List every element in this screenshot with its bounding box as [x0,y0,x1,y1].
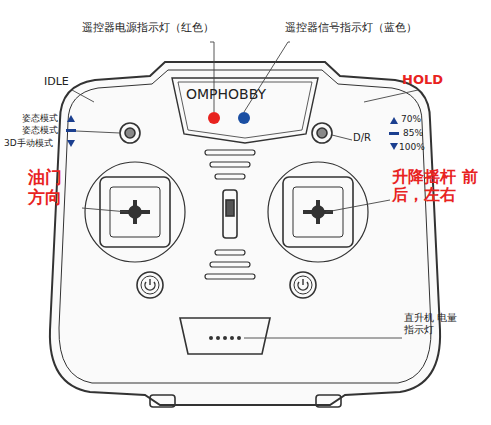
center-switch [226,200,234,216]
body-inner [59,70,431,383]
callout-label: 直升机 电量指示灯 [404,312,466,335]
stick-label: 油门 方向 [28,168,70,207]
foot [316,395,341,407]
callout-label: 遥控器电源指示灯（红色） [82,22,222,35]
power-button [137,272,163,298]
mode-toggle-knob [125,128,135,138]
callout-label: 遥控器信号指示灯（蓝色） [285,22,435,35]
rate-label: 100% [399,142,439,152]
power-led [208,112,220,124]
dr-toggle [312,123,332,143]
leader-line [72,42,418,338]
position-marker [66,115,399,150]
body-outline [50,62,440,405]
switch-label: D/R [353,132,389,144]
mode-toggle [120,123,140,143]
mode-label: 3D手动模式 [4,138,74,148]
switch-label: HOLD [402,73,462,88]
center-grille [205,150,255,279]
signal-led [238,112,250,124]
power-button [290,272,316,298]
rate-label: 70% [401,114,441,124]
left-gimbal [85,162,185,262]
mode-label: 姿态模式 [22,113,82,123]
battery-panel [180,318,270,354]
mode-label: 姿态模式 [22,125,82,135]
foot [150,395,175,407]
rate-label: 85% [403,128,443,138]
center-slot [223,190,237,238]
brand-label: OMPHOBBY [186,86,316,102]
stick-label: 升降摇杆 前后，左右 [392,168,484,205]
battery-leds [209,336,241,340]
right-gimbal [268,162,368,262]
dr-toggle-knob [317,128,327,138]
switch-label: IDLE [44,76,84,89]
